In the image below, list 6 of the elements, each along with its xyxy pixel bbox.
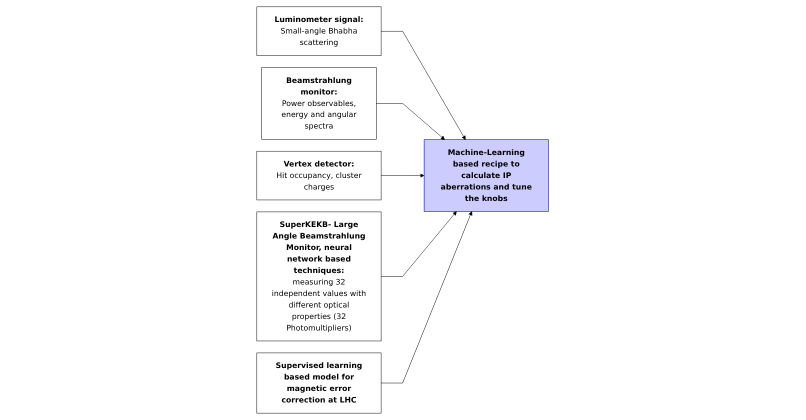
node-box bbox=[424, 139, 550, 212]
node-box bbox=[256, 150, 382, 200]
node-box bbox=[262, 67, 377, 140]
node-box bbox=[256, 352, 382, 414]
node-box bbox=[256, 6, 382, 56]
node-box bbox=[256, 212, 382, 342]
